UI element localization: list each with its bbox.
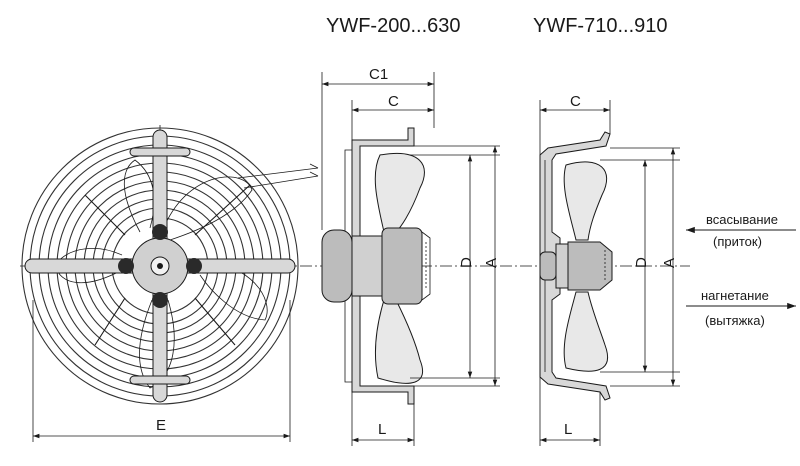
discharge-label: нагнетание (701, 288, 769, 303)
side-view-left: C1 C D A L (300, 66, 520, 446)
airflow-legend: всасывание (приток) нагнетание (вытяжка) (686, 212, 796, 328)
series-title-left: YWF-200...630 (326, 15, 461, 37)
suction-label: всасывание (706, 212, 778, 227)
side-view-right: C D A L (520, 93, 690, 446)
discharge-label-paren: (вытяжка) (705, 313, 765, 328)
front-view: E (20, 125, 319, 442)
dim-label-L-left: L (378, 421, 386, 438)
dim-label-D-left: D (458, 257, 475, 268)
dim-label-A-right: A (661, 258, 678, 268)
dim-label-C-right: C (570, 93, 581, 110)
dim-label-E: E (156, 417, 166, 434)
dim-label-C-left: C (388, 93, 399, 110)
dim-label-L-right: L (564, 421, 572, 438)
dim-label-A-left: A (483, 258, 500, 268)
dim-label-D-right: D (633, 257, 650, 268)
suction-label-paren: (приток) (713, 234, 762, 249)
dim-label-C1: C1 (369, 66, 388, 83)
series-title-right: YWF-710...910 (533, 15, 668, 37)
